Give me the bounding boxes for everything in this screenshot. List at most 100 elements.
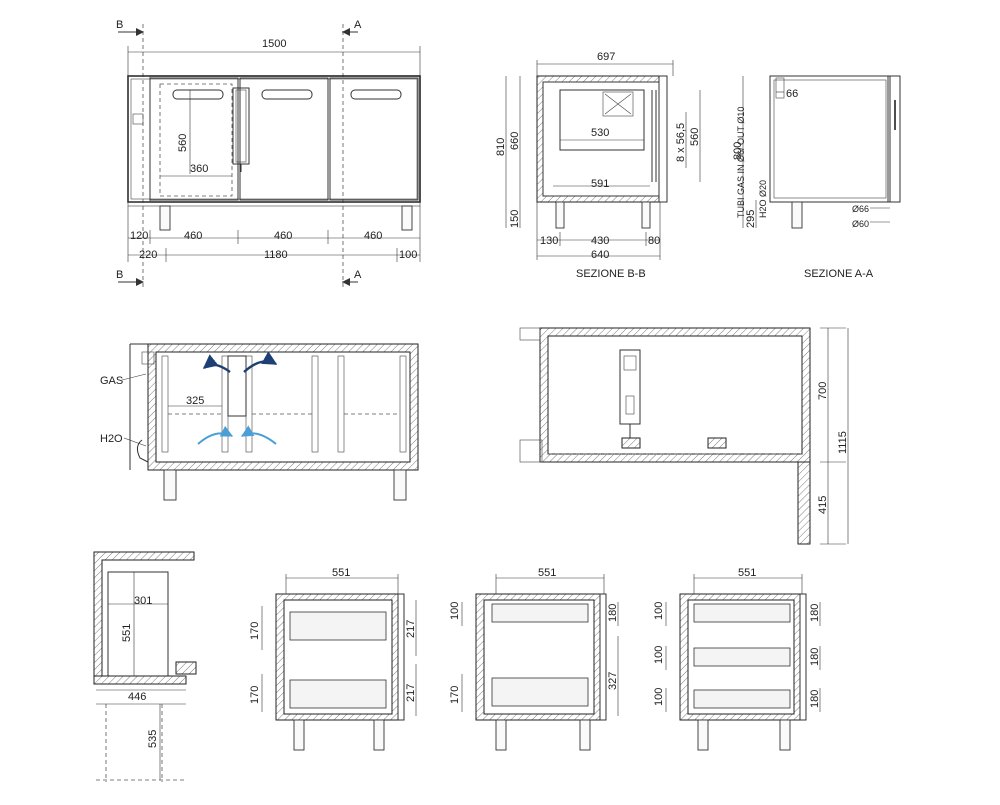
plan-view: GAS H2O 325 <box>100 343 419 501</box>
bb-compressor-block <box>559 89 645 151</box>
plan-gas-label: GAS <box>100 375 123 387</box>
bb-top-width: 697 <box>597 51 615 63</box>
door-2-handle <box>261 89 313 100</box>
front-view: B B A A 1500 <box>116 19 421 290</box>
bb-rails-label: 8 x 56,5 <box>675 123 687 162</box>
section-b-label-top: B <box>116 19 123 31</box>
section-b-arrowhead-bottom <box>136 278 144 286</box>
aa-height-800: 800 <box>732 142 744 160</box>
side-evaporator <box>619 349 641 425</box>
bb-dim-80: 80 <box>648 235 660 247</box>
section-a-label-bottom: A <box>354 269 362 281</box>
bb-rails <box>651 90 657 182</box>
airflow-in-left <box>197 425 234 445</box>
door-detail-view: 301 551 446 535 <box>93 551 197 782</box>
bb-height-810: 810 <box>495 138 507 156</box>
plan-dim-325: 325 <box>186 395 204 407</box>
config-2-right-1: 327 <box>607 672 619 690</box>
config-1-width: 551 <box>332 567 350 579</box>
dim-460-a: 460 <box>184 230 202 242</box>
aa-cabinet <box>769 75 891 203</box>
door-2 <box>239 77 329 201</box>
side-insulated-shell <box>539 327 811 463</box>
section-bb-caption: SEZIONE B-B <box>576 268 646 280</box>
plan-insulated-shell <box>147 343 419 471</box>
config-3-right-2: 180 <box>809 690 821 708</box>
side-open-door <box>797 461 811 545</box>
section-aa-view: 66 800 TUBI GAS IN Ø6/ OUT Ø10 295 H2O Ø… <box>732 75 901 280</box>
section-b-label-bottom: B <box>116 269 123 281</box>
aa-dia-66: Ø66 <box>852 204 869 214</box>
bb-base-width: 640 <box>591 249 609 261</box>
door-1 <box>149 77 239 201</box>
side-view: 700 1115 415 <box>519 327 849 545</box>
side-dim-415: 415 <box>817 496 829 514</box>
config-3-right-1: 180 <box>809 648 821 666</box>
detail-dim-446: 446 <box>128 691 146 703</box>
section-b-arrowhead-top <box>136 28 144 36</box>
config-3-drawer-3 <box>693 689 791 709</box>
aa-gas-label: TUBI GAS IN Ø6/ OUT Ø10 <box>736 107 746 218</box>
plan-h2o-label: H2O <box>100 433 123 445</box>
detail-drawer <box>107 571 169 677</box>
dim-460-b: 460 <box>274 230 292 242</box>
bb-leg-right <box>641 201 651 229</box>
overall-width-label: 1500 <box>262 38 286 50</box>
config-2-drawer-top <box>491 603 589 623</box>
bb-bottom-inner: 591 <box>591 178 609 190</box>
config-2-left-1: 170 <box>449 686 461 704</box>
config-3-drawer-2 <box>693 647 791 667</box>
bb-height-660: 660 <box>509 132 521 150</box>
config-2-right-0: 180 <box>607 604 619 622</box>
airflow-out-left <box>202 354 231 373</box>
config-3-left-2: 100 <box>653 688 665 706</box>
aa-dia-60: Ø60 <box>852 219 869 229</box>
bb-leg-left <box>555 201 565 229</box>
bb-rail-height: 560 <box>689 128 701 146</box>
config-2-drawer-bottom <box>491 677 589 707</box>
dim-100: 100 <box>399 249 417 261</box>
bb-door <box>658 75 668 203</box>
section-a-arrowhead-top <box>342 28 350 36</box>
detail-wall <box>93 551 195 677</box>
config-1-drawer-bottom <box>289 679 387 709</box>
airflow-in-right <box>240 425 277 445</box>
plan-leg-left <box>163 469 177 501</box>
door-1-handle <box>172 89 224 100</box>
section-bb-view: 697 530 591 8 x 56,5 560 810 660 <box>495 51 701 280</box>
bb-dim-130: 130 <box>540 235 558 247</box>
drawer-config-3: 551 100 100 100 180 180 180 <box>653 567 821 751</box>
section-a-label-top: A <box>354 19 362 31</box>
airflow-out-right <box>243 351 278 373</box>
door-3-handle <box>350 89 402 100</box>
section-aa-caption: SEZIONE A-A <box>804 268 874 280</box>
evaporator-unit <box>232 87 250 165</box>
detail-dim-551: 551 <box>121 624 133 642</box>
side-dim-700: 700 <box>817 382 829 400</box>
section-a-arrowhead-bottom <box>342 278 350 286</box>
bb-leg-150: 150 <box>509 210 521 228</box>
bb-dim-430: 430 <box>591 235 609 247</box>
config-1-right-0: 217 <box>405 620 417 638</box>
config-3-left-1: 100 <box>653 646 665 664</box>
side-dim-1115: 1115 <box>837 431 849 454</box>
dim-1180: 1180 <box>264 249 288 261</box>
config-2-left-0: 100 <box>449 602 461 620</box>
aa-dim-66: 66 <box>786 88 798 100</box>
bb-inner-width: 530 <box>591 127 609 139</box>
leg-front-right <box>401 205 413 231</box>
config-1-drawer-top <box>289 611 387 641</box>
door-height-label: 560 <box>177 134 189 152</box>
config-3-right-0: 180 <box>809 604 821 622</box>
config-2-width: 551 <box>538 567 556 579</box>
leg-front-left <box>159 205 171 231</box>
plan-evaporator <box>227 355 247 417</box>
drawer-config-2: 551 100 170 180 327 <box>449 567 619 751</box>
config-1-left-1: 170 <box>249 686 261 704</box>
config-3-width: 551 <box>738 567 756 579</box>
config-3-left-0: 100 <box>653 602 665 620</box>
dim-220: 220 <box>139 249 157 261</box>
aa-h2o-label: H2O Ø20 <box>758 180 768 218</box>
